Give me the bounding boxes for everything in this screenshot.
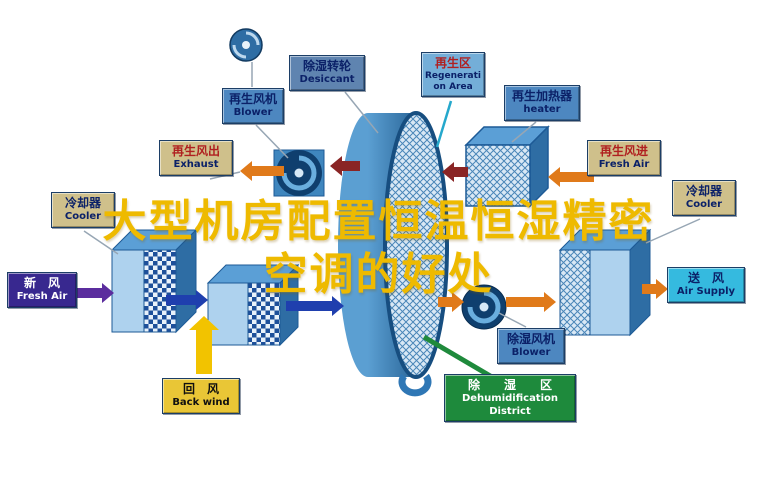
label-regen-heater-zh: 再生加热器: [511, 89, 572, 103]
label-cooler-right-en: Cooler: [685, 199, 723, 210]
dehumid-blower-fan: [461, 284, 507, 330]
arrow-fresh-air-in: [74, 283, 114, 303]
cooler-right-unit: [558, 228, 652, 337]
label-air-supply-en: Air Supply: [676, 286, 736, 297]
label-cooler-left-zh: 冷却器: [64, 196, 101, 210]
label-fresh-air-zh: 新风: [23, 276, 72, 290]
label-regen-fresh-air-zh: 再生风进: [599, 144, 648, 158]
arrow-heater-to-wheel: [442, 162, 468, 182]
label-air-supply: 送风 Air Supply: [667, 267, 745, 303]
label-regen-fresh-air: 再生风进 Fresh Air: [587, 140, 661, 176]
arrow-mix-1: [166, 290, 208, 310]
blower-icon: [229, 28, 263, 62]
label-back-wind-en: Back wind: [172, 397, 230, 408]
label-cooler-left-en: Cooler: [64, 211, 102, 222]
arrow-exhaust-out: [240, 161, 284, 181]
arrow-air-supply-out: [642, 279, 668, 299]
label-dehumid-area-en2: District: [489, 405, 531, 417]
label-regen-area-zh: 再生区: [434, 56, 471, 70]
watermark-line1: 大型机房配置恒温恒湿精密: [102, 196, 655, 247]
label-desiccant: 除湿转轮 Desiccant: [289, 55, 365, 91]
arrow-regen-fresh-in: [548, 167, 594, 187]
leader-lines: [83, 62, 701, 328]
label-air-supply-zh: 送风: [687, 271, 736, 285]
label-desiccant-zh: 除湿转轮: [302, 59, 351, 73]
label-back-wind-zh: 回风: [182, 382, 231, 396]
label-dehumid-blower-zh: 除湿风机: [506, 332, 555, 346]
label-dehumid-area-zh: 除湿区: [467, 378, 576, 392]
regen-area-leader: [435, 100, 453, 148]
label-exhaust: 再生风出 Exhaust: [159, 140, 233, 176]
arrow-wheel-to-blower: [438, 292, 464, 312]
watermark-line2: 空调的好处: [263, 248, 494, 300]
label-regen-heater: 再生加热器 heater: [504, 85, 580, 121]
label-exhaust-zh: 再生风出: [171, 144, 220, 158]
label-cooler-left: 冷却器 Cooler: [51, 192, 115, 228]
wheel-bottom-clip: [398, 373, 432, 397]
label-desiccant-en: Desiccant: [299, 74, 355, 85]
mixing-unit: [206, 263, 300, 347]
label-fresh-air: 新风 Fresh Air: [7, 272, 77, 308]
label-back-wind: 回风 Back wind: [162, 378, 240, 414]
desiccant-wheel: [338, 111, 449, 397]
label-regen-blower-zh: 再生风机: [228, 92, 277, 106]
label-regen-area: 再生区 Regeneration Area: [421, 52, 485, 97]
label-dehumid-blower: 除湿风机 Blower: [497, 328, 565, 364]
arrow-back-wind-up: [189, 316, 219, 374]
label-regen-blower: 再生风机 Blower: [222, 88, 284, 124]
label-regen-fresh-air-en: Fresh Air: [598, 159, 650, 170]
regen-heater-unit: [464, 125, 550, 208]
label-cooler-right: 冷却器 Cooler: [672, 180, 736, 216]
label-exhaust-en: Exhaust: [173, 159, 219, 170]
label-dehumid-area: 除湿区 Dehumidification District: [444, 374, 576, 422]
label-regen-heater-en: heater: [523, 104, 561, 115]
label-fresh-air-en: Fresh Air: [16, 291, 68, 302]
dehumid-area-leader: [422, 334, 494, 380]
arrow-mix-2: [286, 296, 344, 316]
arrow-wheel-to-fan: [330, 156, 360, 176]
watermark-text: 大型机房配置恒温恒湿精密 空调的好处: [0, 196, 757, 302]
label-cooler-right-zh: 冷却器: [685, 184, 722, 198]
label-dehumid-blower-en: Blower: [511, 347, 551, 358]
label-dehumid-area-en1: Dehumidification: [461, 393, 559, 404]
label-regen-blower-en: Blower: [233, 107, 273, 118]
arrow-blower-to-cooler: [506, 292, 556, 312]
label-regen-area-en: Regeneration Area: [425, 71, 481, 92]
